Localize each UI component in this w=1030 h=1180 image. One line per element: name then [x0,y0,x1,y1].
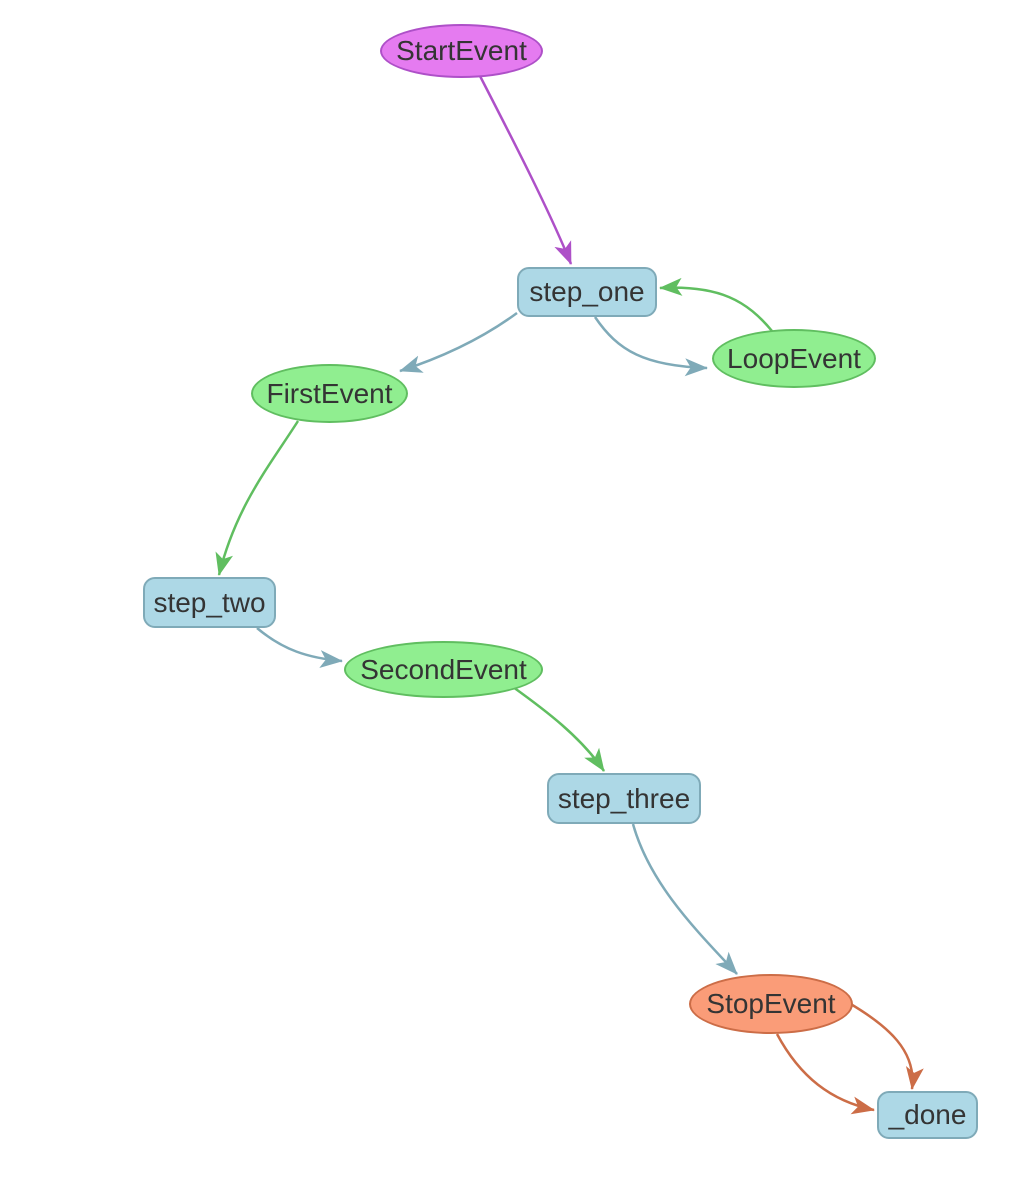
edge-stopevent-to-done-lower [775,1033,875,1115]
edge-stopevent-to-done-upper [848,1001,924,1090]
edge-startevent-to-step-one [478,75,573,265]
edge-step-one-to-firstevent [399,311,518,373]
node-done[interactable]: _done [877,1091,978,1139]
node-step-two[interactable]: step_two [143,577,276,628]
node-startevent[interactable]: StartEvent [380,24,543,78]
edge-firstevent-to-step-two [215,420,300,576]
node-stopevent[interactable]: StopEvent [689,974,853,1034]
node-secondevent[interactable]: SecondEvent [344,641,543,698]
edge-loopevent-to-step-one [659,277,773,332]
node-step-three[interactable]: step_three [547,773,701,824]
edge-step-three-to-stopevent [631,823,738,975]
edge-step-one-to-loopevent [593,316,708,377]
node-firstevent[interactable]: FirstEvent [251,364,408,423]
edge-step-two-to-secondevent [256,627,343,669]
node-loopevent[interactable]: LoopEvent [712,329,876,388]
node-step-one[interactable]: step_one [517,267,657,317]
edge-secondevent-to-step-three [512,685,606,772]
